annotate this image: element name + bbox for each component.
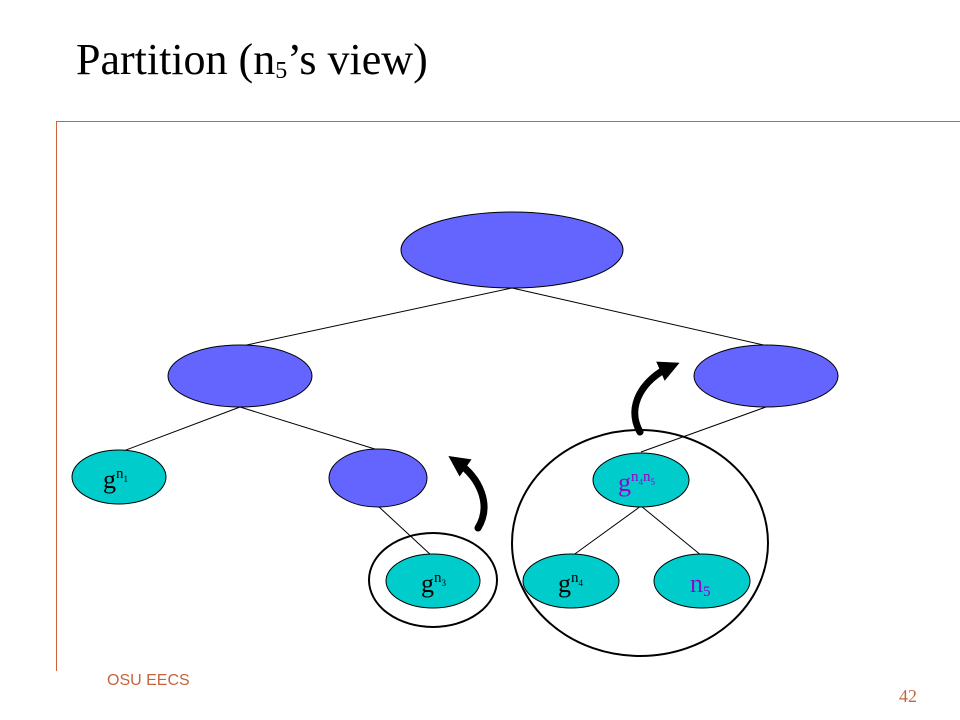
node-n5 bbox=[653, 553, 751, 609]
side-rule bbox=[56, 121, 57, 671]
curved-arrow-right-icon bbox=[631, 361, 680, 436]
curved-arrow-left-icon bbox=[448, 455, 488, 532]
root-node bbox=[400, 211, 624, 289]
edge-left-gn1 bbox=[117, 406, 241, 454]
footer-label: OSU EECS bbox=[107, 672, 190, 689]
edge-right-gn4n5 bbox=[640, 406, 767, 453]
label-n5: n5 bbox=[690, 569, 711, 600]
edge-mid-gn3 bbox=[377, 505, 433, 557]
title-rule bbox=[56, 121, 960, 122]
label-gn4n5: gn4n5 bbox=[618, 468, 656, 497]
right-internal-node bbox=[693, 344, 839, 408]
left-internal-node bbox=[167, 344, 313, 408]
edge-root-left bbox=[241, 287, 513, 347]
partition-circle-gn3 bbox=[368, 532, 498, 628]
edge-root-right bbox=[511, 287, 769, 347]
label-gn4: gn4 bbox=[558, 569, 584, 598]
label-gn1: gn1 bbox=[103, 465, 128, 494]
edge-left-mid bbox=[239, 406, 379, 451]
title-text-rest: ’s view) bbox=[287, 35, 428, 84]
tree-edges bbox=[117, 287, 769, 557]
title-text: Partition (n bbox=[76, 35, 276, 84]
edge-gn4n5-n5 bbox=[640, 505, 703, 557]
label-gn3: gn3 bbox=[421, 569, 447, 598]
page-number: 42 bbox=[899, 686, 917, 706]
title-subscript: 5 bbox=[275, 58, 288, 84]
mid-internal-node bbox=[328, 448, 428, 508]
node-gn1 bbox=[71, 449, 167, 505]
slide-title: Partition (n5’s view) bbox=[76, 34, 428, 87]
node-gn3 bbox=[385, 553, 481, 609]
node-gn4n5 bbox=[592, 452, 690, 508]
edge-gn4n5-gn4 bbox=[571, 505, 642, 557]
node-gn4 bbox=[522, 553, 620, 609]
